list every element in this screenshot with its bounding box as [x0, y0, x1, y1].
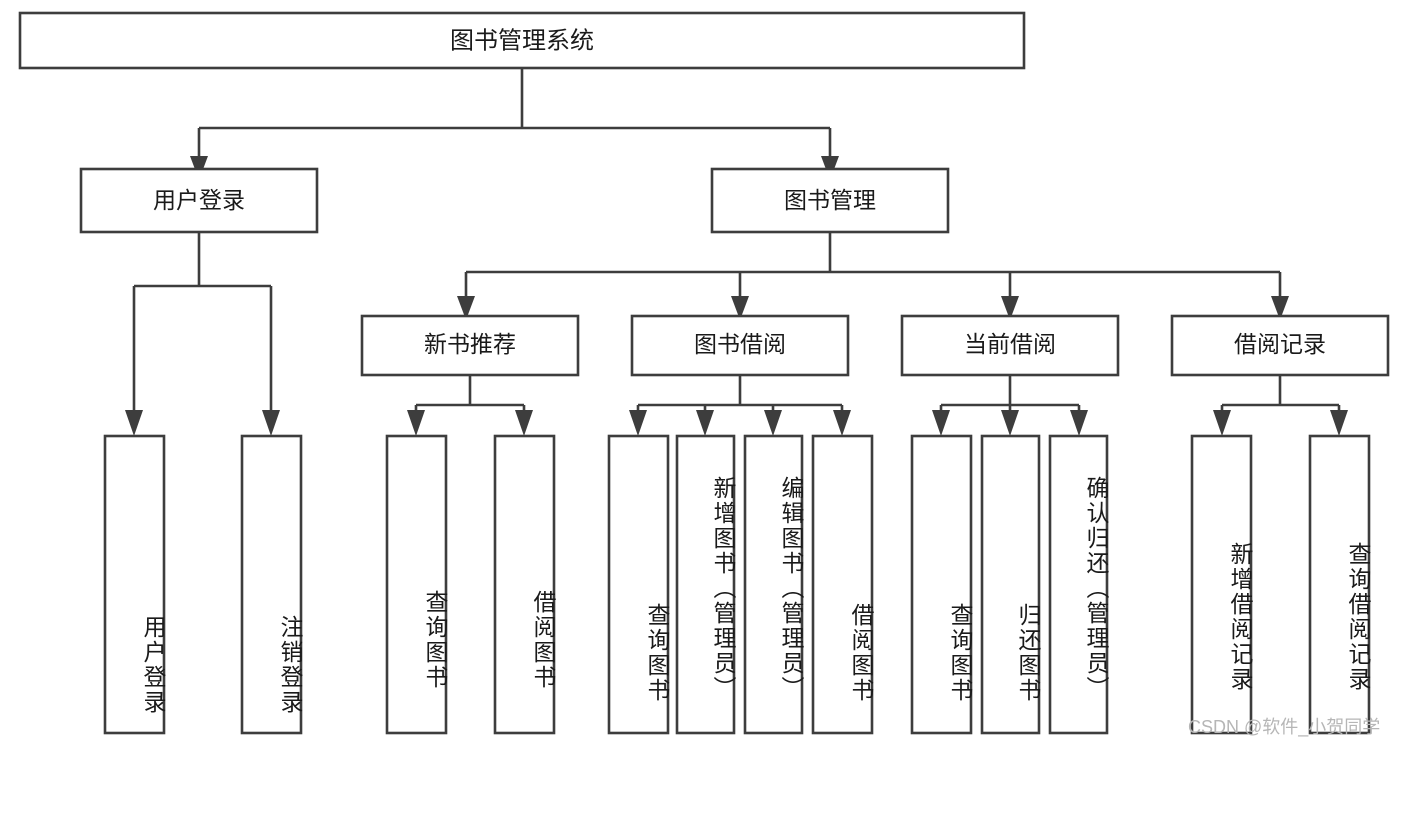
diagram-canvas: 图书管理系统 用户登录 图书管理 新书推荐 图书借阅 当前借阅 借阅记录 — [18, 11, 1390, 735]
arrowhead-leaf-user-login — [125, 410, 143, 436]
arrowhead-leaf-confirm-return — [1070, 410, 1088, 436]
arrowhead-leaf-edit-book — [764, 410, 782, 436]
arrowhead-to-current-borrow — [1001, 296, 1019, 320]
node-root-box[interactable] — [18, 11, 1026, 70]
node-root[interactable]: 图书管理系统 — [18, 11, 1026, 70]
connector-book-manage-bus — [464, 232, 1282, 298]
leaf-confirm-return-box[interactable] — [1048, 434, 1109, 735]
node-book-manage[interactable]: 图书管理 — [710, 167, 950, 234]
arrowhead-to-borrow-record — [1271, 296, 1289, 320]
flowchart-diagram: 图书管理系统 用户登录 图书管理 新书推荐 图书借阅 当前借阅 借阅记录 — [18, 11, 1390, 737]
node-borrow-record[interactable]: 借阅记录 — [1170, 314, 1390, 377]
node-book-manage-label: 图书管理 — [784, 187, 876, 213]
leaf-query-book-3-box[interactable] — [910, 434, 973, 735]
node-user-login[interactable]: 用户登录 — [79, 167, 319, 234]
arrowhead-leaf-add-record — [1213, 410, 1231, 436]
connector-current-borrow-bus — [939, 375, 1081, 412]
connector-new-book-recommend-bus — [414, 375, 526, 412]
arrowhead-leaf-query-record — [1330, 410, 1348, 436]
leaf-return-book-box[interactable] — [980, 434, 1041, 735]
leaf-user-login-box[interactable] — [103, 434, 166, 735]
node-book-borrow[interactable]: 图书借阅 — [630, 314, 850, 377]
node-current-borrow-box[interactable] — [900, 314, 1120, 377]
node-current-borrow-label: 当前借阅 — [964, 331, 1056, 357]
node-new-book-recommend[interactable]: 新书推荐 — [360, 314, 580, 377]
leaf-borrow-book-1-box[interactable] — [493, 434, 556, 735]
node-current-borrow[interactable]: 当前借阅 — [900, 314, 1120, 377]
arrowhead-to-book-borrow — [731, 296, 749, 320]
leaf-add-book-box[interactable] — [675, 434, 736, 735]
node-book-manage-box[interactable] — [710, 167, 950, 234]
arrowhead-leaf-query-book-2 — [629, 410, 647, 436]
arrowhead-leaf-add-book — [696, 410, 714, 436]
node-borrow-record-box[interactable] — [1170, 314, 1390, 377]
connector-user-login-bus — [132, 232, 273, 412]
leaf-boxes-layer — [103, 434, 1371, 735]
node-user-login-box[interactable] — [79, 167, 319, 234]
arrowhead-leaf-user-logout — [262, 410, 280, 436]
arrowhead-leaf-query-book-1 — [407, 410, 425, 436]
arrowhead-leaf-query-book-3 — [932, 410, 950, 436]
node-new-book-recommend-label: 新书推荐 — [424, 331, 516, 357]
arrowhead-leaf-borrow-book-2 — [833, 410, 851, 436]
node-new-book-recommend-box[interactable] — [360, 314, 580, 377]
connector-layer — [125, 68, 1348, 436]
connector-book-borrow-bus — [636, 375, 844, 412]
leaf-user-logout-box[interactable] — [240, 434, 303, 735]
connector-borrow-record-bus — [1220, 375, 1341, 412]
arrowhead-leaf-borrow-book-1 — [515, 410, 533, 436]
node-book-borrow-box[interactable] — [630, 314, 850, 377]
leaf-edit-book-box[interactable] — [743, 434, 804, 735]
arrowhead-leaf-return-book — [1001, 410, 1019, 436]
node-borrow-record-label: 借阅记录 — [1234, 331, 1326, 357]
leaf-query-book-2-box[interactable] — [607, 434, 670, 735]
csdn-watermark: CSDN @软件_小贺同学 — [1188, 717, 1381, 737]
node-book-borrow-label: 图书借阅 — [694, 331, 786, 357]
leaf-query-record-box[interactable] — [1308, 434, 1371, 735]
node-root-label: 图书管理系统 — [450, 27, 594, 54]
arrowhead-to-new-book-recommend — [457, 296, 475, 320]
leaf-query-book-1-box[interactable] — [385, 434, 448, 735]
leaf-add-record-box[interactable] — [1190, 434, 1253, 735]
leaf-borrow-book-2-box[interactable] — [811, 434, 874, 735]
node-user-login-label: 用户登录 — [153, 187, 245, 213]
connector-root-bus — [197, 68, 832, 158]
